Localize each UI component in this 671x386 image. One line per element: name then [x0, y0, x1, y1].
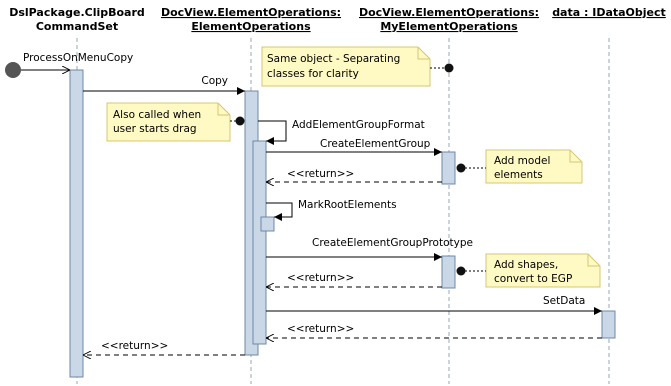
- lifeline-elementops-line1: DocView.ElementOperations:: [161, 6, 341, 19]
- note-drag-line1: Also called when: [113, 109, 201, 121]
- lifeline-dataobject-line1: data : IDataObject: [552, 6, 666, 19]
- activation-dataobject: [601, 310, 616, 339]
- activation-myelementops-1: [441, 151, 456, 185]
- activation-markroot: [260, 216, 275, 232]
- lifeline-header-my-element-operations: DocView.ElementOperations: MyElementOper…: [359, 6, 539, 33]
- note-shapes-line2: convert to EGP: [494, 273, 572, 285]
- note-model-line2: elements: [494, 169, 543, 181]
- note-same-object: Same object - Separating classes for cla…: [261, 46, 431, 87]
- note-shapes-line1: Add shapes,: [494, 259, 558, 271]
- mark-root-label: MarkRootElements: [298, 199, 397, 211]
- create-group-label: CreateElementGroup: [320, 138, 431, 150]
- note-shapes: Add shapes, convert to EGP: [485, 253, 601, 288]
- return-label-2: <<return>>: [287, 272, 354, 284]
- add-format-label: AddElementGroupFormat: [292, 119, 425, 131]
- note-drag-line2: user starts drag: [113, 123, 197, 135]
- initial-state-dot: [5, 62, 21, 78]
- note-same-object-line2: classes for clarity: [267, 68, 359, 80]
- note-model-dot: [456, 163, 466, 173]
- note-drag-dot: [235, 116, 245, 126]
- lifeline-header-clipboard: DslPackage.ClipBoard CommandSet: [9, 6, 145, 33]
- note-drag: Also called when user starts drag: [106, 102, 231, 142]
- create-proto-label: CreateElementGroupPrototype: [312, 237, 473, 249]
- lifeline-myelementops-line1: DocView.ElementOperations:: [359, 6, 539, 19]
- mark-root-arrow: [266, 202, 293, 221]
- lifeline-header-data-object: data : IDataObject: [552, 6, 666, 19]
- note-same-object-line1: Same object - Separating: [267, 53, 400, 65]
- return-label-4: <<return>>: [101, 340, 168, 352]
- lifeline-myelementops-line2: MyElementOperations: [380, 20, 518, 33]
- process-label: ProcessOnMenuCopy: [23, 52, 133, 64]
- note-model: Add model elements: [485, 149, 583, 184]
- add-format-arrow: [258, 120, 287, 145]
- activation-elementops-inner: [252, 140, 267, 345]
- set-data-label: SetData: [543, 295, 585, 307]
- lifeline-clipboard-line2: CommandSet: [36, 20, 118, 33]
- note-same-object-dot: [444, 63, 454, 73]
- note-shapes-dot: [456, 266, 466, 276]
- lifeline-elementops-line2: ElementOperations: [191, 20, 311, 33]
- return-label-3: <<return>>: [287, 323, 354, 335]
- return-label-1: <<return>>: [287, 168, 354, 180]
- activation-clipboard: [69, 69, 84, 378]
- copy-label: Copy: [201, 75, 228, 87]
- note-model-line1: Add model: [494, 155, 550, 167]
- lifeline-header-element-operations: DocView.ElementOperations: ElementOperat…: [161, 6, 341, 33]
- activation-myelementops-2: [441, 255, 456, 289]
- lifeline-clipboard-line1: DslPackage.ClipBoard: [9, 6, 145, 19]
